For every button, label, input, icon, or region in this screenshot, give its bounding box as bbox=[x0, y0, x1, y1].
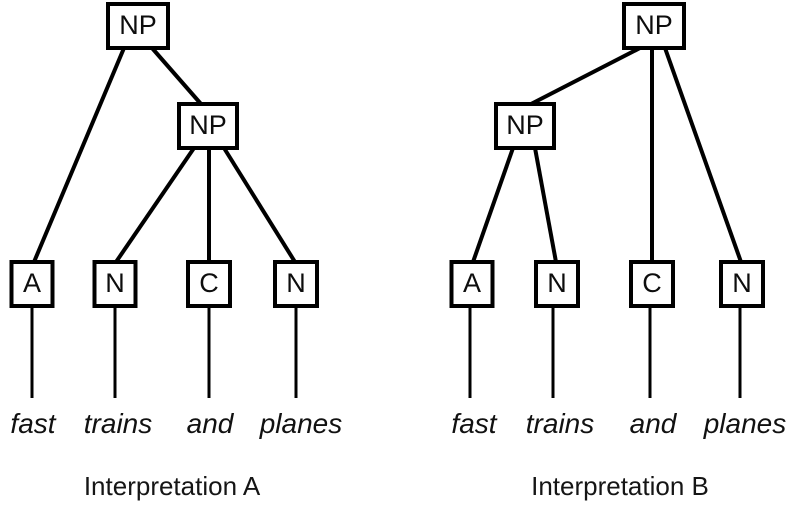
tree-node-box bbox=[449, 260, 495, 308]
tree-node-box bbox=[106, 2, 170, 50]
terminal-word: trains bbox=[84, 408, 152, 439]
tree-caption: Interpretation B bbox=[531, 471, 709, 501]
terminal-word: planes bbox=[703, 408, 787, 439]
tree-node-box bbox=[629, 260, 675, 308]
leaf-stems-group bbox=[30, 306, 742, 398]
tree-node-label: C bbox=[642, 268, 662, 298]
tree-node-label: N bbox=[547, 268, 567, 298]
tree-branch bbox=[222, 146, 297, 264]
terminal-words-group: fast trains and planes fast trains and planes bbox=[10, 408, 786, 439]
tree-node-label: N bbox=[105, 268, 125, 298]
tree-branch bbox=[32, 47, 126, 263]
branch-lines-group bbox=[32, 46, 743, 264]
tree-node-label: NP bbox=[635, 10, 673, 40]
tree-node-label: C bbox=[199, 268, 219, 298]
tree-node-box bbox=[92, 260, 138, 308]
tree-node-label: A bbox=[23, 268, 41, 298]
tree-branch bbox=[663, 47, 743, 263]
tree-node-label: NP bbox=[189, 110, 227, 140]
terminal-word: and bbox=[630, 408, 678, 439]
tree-node-box bbox=[494, 102, 556, 150]
terminal-word: trains bbox=[526, 408, 594, 439]
terminal-word: fast bbox=[451, 408, 497, 439]
terminal-word: and bbox=[187, 408, 235, 439]
tree-node-box bbox=[9, 260, 55, 308]
tree-branch bbox=[533, 147, 558, 263]
captions-group: Interpretation A Interpretation B bbox=[84, 471, 709, 501]
tree-branch bbox=[471, 147, 515, 263]
node-boxes-group: NP NP A N C N NP NP A N C N bbox=[9, 2, 765, 308]
tree-node-label: NP bbox=[506, 110, 544, 140]
tree-node-label: N bbox=[286, 268, 306, 298]
tree-node-label: A bbox=[463, 268, 481, 298]
terminal-word: planes bbox=[259, 408, 343, 439]
tree-node-box bbox=[534, 260, 580, 308]
tree-node-box bbox=[719, 260, 765, 308]
tree-node-box bbox=[622, 2, 686, 50]
tree-node-label: NP bbox=[119, 10, 157, 40]
tree-branch bbox=[530, 46, 641, 106]
tree-node-label: N bbox=[732, 268, 752, 298]
tree-branch bbox=[114, 146, 196, 264]
tree-node-box bbox=[177, 102, 239, 150]
tree-caption: Interpretation A bbox=[84, 471, 261, 501]
terminal-word: fast bbox=[10, 408, 56, 439]
tree-node-box bbox=[186, 260, 232, 308]
tree-node-box bbox=[273, 260, 319, 308]
tree-branch bbox=[150, 46, 203, 106]
